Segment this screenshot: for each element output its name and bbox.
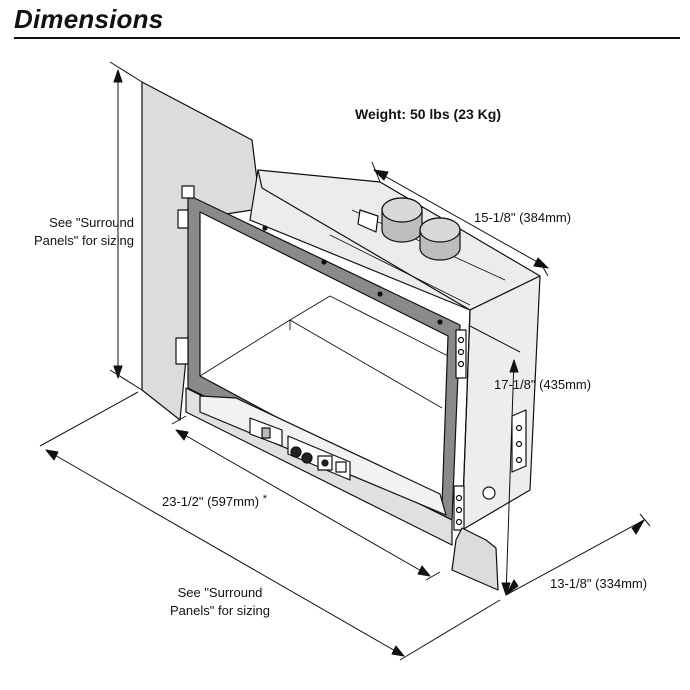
control-knob-2 — [301, 452, 313, 464]
dimension-width: 23-1/2" (597mm) * — [162, 493, 267, 509]
firebox-back — [289, 295, 449, 357]
weight-label: Weight: 50 lbs (23 Kg) — [355, 106, 501, 122]
dimension-depth-top: 15-1/8" (384mm) — [474, 210, 572, 225]
surround-note-left: See "Surround Panels" for sizing — [14, 214, 134, 250]
control-knob-1 — [290, 446, 302, 458]
surround-note-bottom-line1: See "Surround — [177, 585, 263, 600]
dimension-width-value: 23-1/2" (597mm) — [162, 494, 260, 509]
dimension-height: 17-1/8" (435mm) — [494, 377, 592, 392]
right-surround-panel — [451, 527, 499, 591]
surround-note-bottom-line2: Panels" for sizing — [170, 603, 270, 618]
surround-note-left-line2: Panels" for sizing — [34, 233, 134, 248]
surround-note-bottom: See "Surround Panels" for sizing — [150, 584, 290, 620]
surround-note-left-line1: See "Surround — [49, 215, 134, 230]
vent-collars — [357, 197, 461, 261]
mounting-brackets — [175, 185, 467, 531]
dimension-depth-bottom: 13-1/8" (334mm) — [550, 576, 648, 591]
dimension-lines — [39, 61, 651, 661]
dimension-width-note: * — [262, 493, 267, 505]
box-top-ridge — [257, 169, 471, 311]
knockout-hole — [482, 486, 496, 500]
page-title: Dimensions — [14, 4, 164, 34]
box-right-side — [461, 275, 541, 531]
frame-screws — [262, 225, 443, 325]
title-rule — [14, 37, 680, 39]
